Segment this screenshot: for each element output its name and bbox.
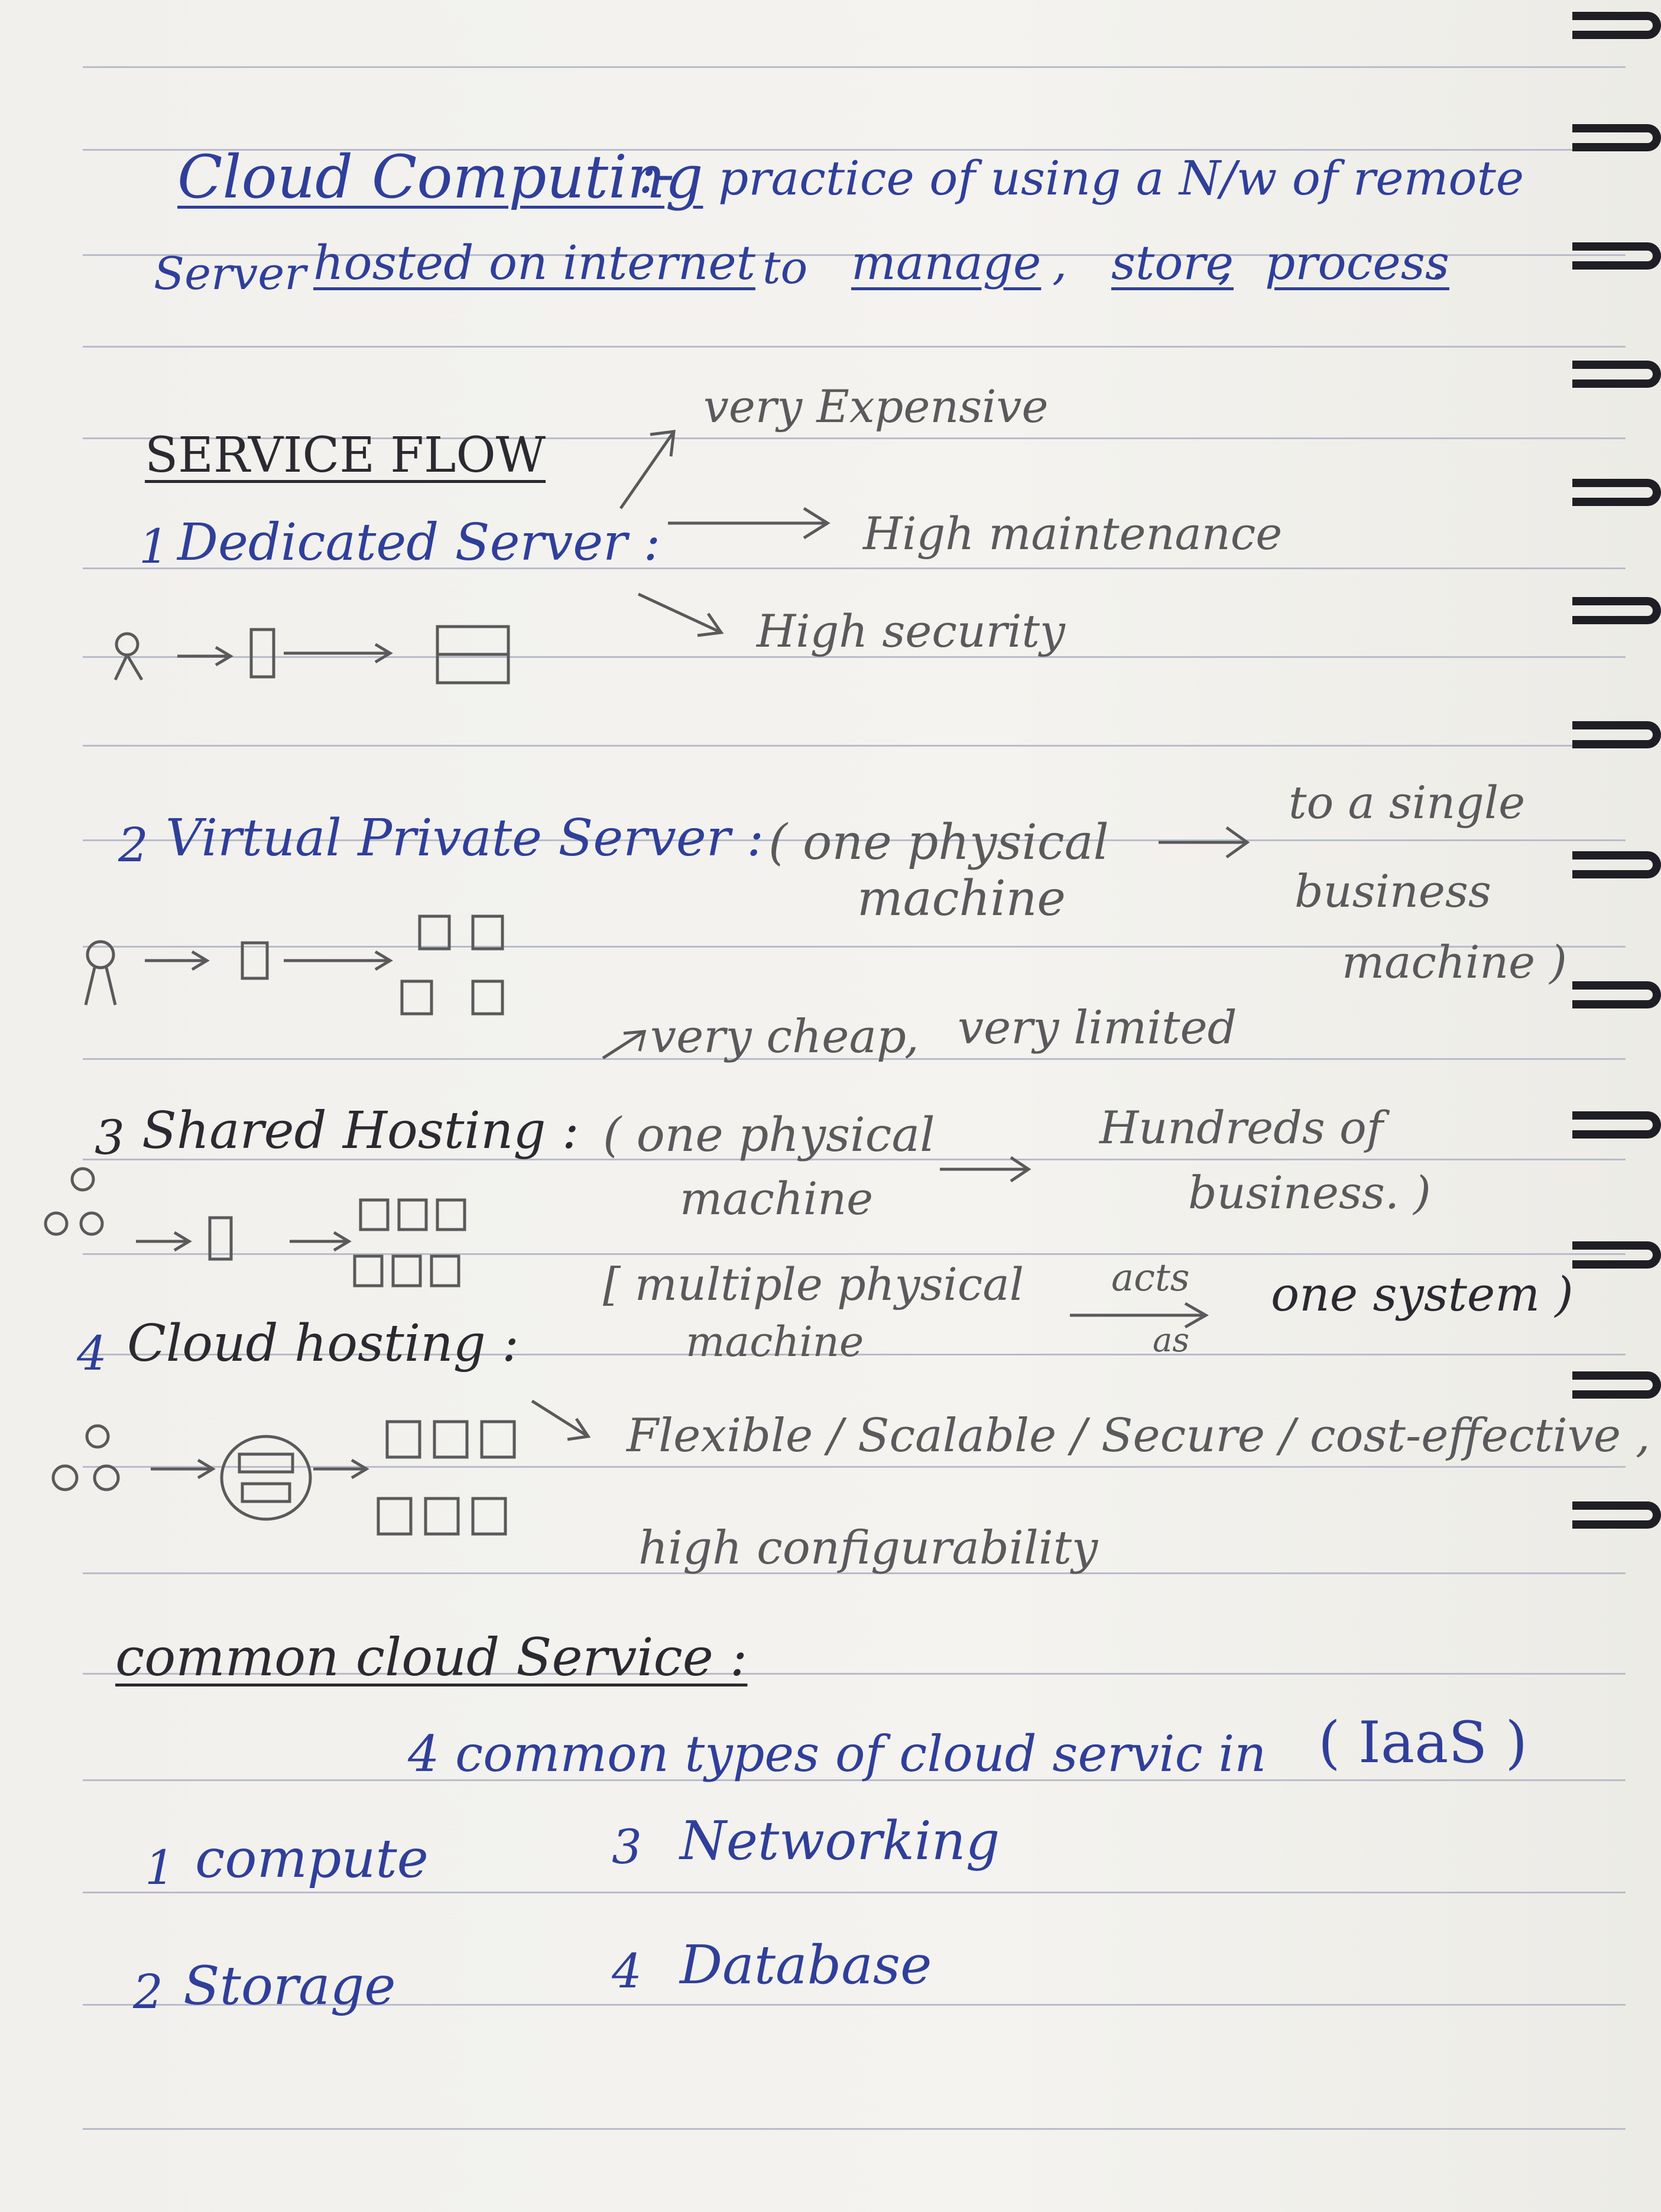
vps-desc-line2: machine (857, 871, 1066, 927)
shared-target-line1: Hundreds of (1099, 1101, 1383, 1154)
cloud-desc-line2: machine (686, 1318, 864, 1366)
page-title: Cloud Computing (177, 142, 703, 212)
common-service-heading: common cloud Service : (115, 1627, 748, 1688)
cloud-target: one system ) (1271, 1267, 1574, 1322)
cloud-arrow-label-bottom: as (1153, 1321, 1190, 1360)
definition-line-1: practice of using a N/w of remote (718, 151, 1524, 206)
vps-target-line3: machine ) (1342, 936, 1567, 988)
shared-hosting-label: Shared Hosting : (142, 1101, 579, 1160)
definition-word: to (763, 241, 808, 294)
dedicated-number: 1 (139, 519, 169, 574)
dedicated-server-label: Dedicated Server : (177, 513, 661, 572)
definition-word: store (1111, 235, 1234, 290)
shared-target-line2: business. ) (1188, 1166, 1431, 1219)
dedicated-point: High security (757, 605, 1065, 657)
service-item-number: 2 (133, 1964, 163, 2019)
cloud-benefits-line1: Flexible / Scalable / Secure / cost-effe… (627, 1409, 1650, 1462)
ruled-line (83, 1253, 1626, 1255)
vps-point-separator: , (904, 1010, 919, 1063)
ruled-line (83, 1779, 1626, 1781)
shared-desc-line1: ( one physical (603, 1107, 935, 1162)
vps-target-line2: business (1295, 865, 1491, 917)
service-item-label: compute (195, 1828, 429, 1890)
dedicated-point: very Expensive (703, 380, 1049, 433)
ruled-line (83, 1673, 1626, 1675)
service-item-number: 4 (612, 1944, 642, 1999)
definition-word: manage (851, 235, 1042, 290)
title-separator: :- (638, 143, 674, 205)
ruled-line (83, 1058, 1626, 1060)
vps-label: Virtual Private Server : (166, 809, 764, 868)
ruled-line (83, 567, 1626, 569)
definition-word: Server (154, 247, 306, 300)
ruled-line (83, 656, 1626, 658)
ruled-line (83, 254, 1626, 256)
ruled-line (83, 1354, 1626, 1355)
shared-desc-line2: machine (680, 1172, 874, 1225)
ruled-line (83, 745, 1626, 747)
ruled-line (83, 946, 1626, 948)
definition-word: process (1265, 235, 1449, 290)
iaas-label: ( IaaS ) (1318, 1710, 1528, 1776)
service-item-number: 3 (612, 1819, 642, 1874)
cloud-hosting-label: Cloud hosting : (127, 1314, 519, 1373)
ruled-line (83, 346, 1626, 348)
ruled-line (83, 1159, 1626, 1160)
cloud-desc-line1: [ multiple physical (603, 1258, 1024, 1311)
ruled-line (83, 66, 1626, 68)
service-flow-heading: SERVICE FLOW (145, 427, 546, 484)
ruled-line (83, 437, 1626, 439)
ruled-line (83, 1892, 1626, 1893)
shared-number: 3 (95, 1110, 125, 1165)
vps-target-line1: to a single (1289, 776, 1526, 829)
service-item-label: Storage (183, 1955, 396, 2017)
definition-word: . (1430, 235, 1446, 290)
service-item-label: Database (680, 1934, 932, 1996)
service-item-number: 1 (145, 1840, 175, 1895)
vps-point: very cheap (650, 1010, 906, 1063)
definition-word: , (1052, 235, 1068, 290)
ruled-line (83, 149, 1626, 151)
cloud-arrow-label-top: acts (1111, 1256, 1190, 1300)
ruled-line (83, 2004, 1626, 2006)
cloud-benefits-line2: high configurability (638, 1522, 1098, 1575)
definition-word: , (1218, 235, 1233, 290)
vps-number: 2 (118, 818, 148, 873)
ruled-line (83, 1466, 1626, 1468)
definition-word: hosted on internet (313, 235, 755, 290)
vps-point: very limited (958, 1001, 1237, 1055)
common-service-subtitle: 4 common types of cloud servic in (408, 1725, 1267, 1783)
vps-desc-line1: ( one physical (768, 815, 1109, 871)
ruled-line (83, 1572, 1626, 1574)
ruled-line (83, 2128, 1626, 2130)
dedicated-point: High maintenance (863, 507, 1283, 560)
service-item-label: Networking (680, 1810, 1000, 1872)
ruled-line (83, 839, 1626, 841)
cloud-number: 4 (77, 1326, 107, 1381)
